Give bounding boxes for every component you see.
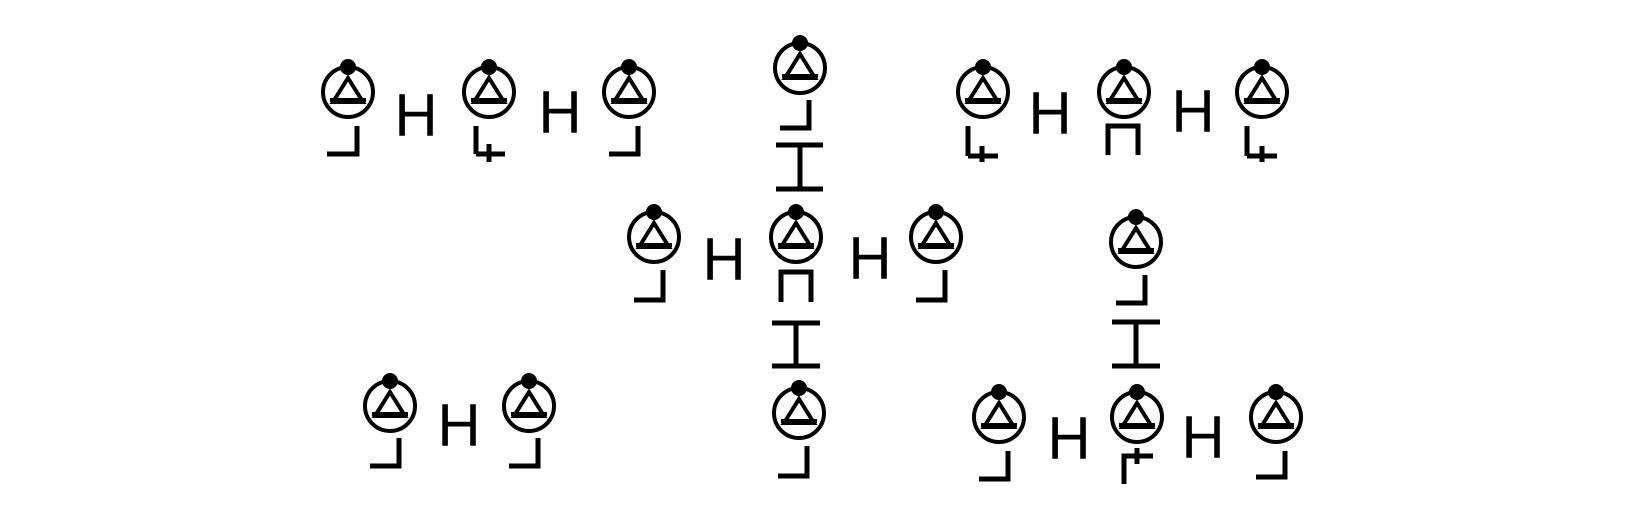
branch-stub-icon <box>1121 448 1153 484</box>
atom-node <box>772 378 826 440</box>
bond-label: H <box>538 79 581 146</box>
atom-node <box>956 57 1010 119</box>
corner-stub-icon <box>916 270 948 303</box>
vertical-bond-label <box>1112 319 1160 369</box>
corner-stub-icon <box>370 438 402 469</box>
atom-node <box>602 57 656 119</box>
chain-top-right: H H <box>956 57 1289 162</box>
vertical-bond-label <box>772 320 820 369</box>
atom-node <box>1235 57 1289 119</box>
tee-bottom-right: H H <box>972 207 1303 484</box>
chain-top-left: H H <box>321 57 656 162</box>
corner-stub-icon <box>634 270 666 303</box>
atom-node <box>773 33 827 95</box>
bond-label: H <box>437 392 480 459</box>
corner-stub-icon <box>327 126 360 157</box>
bond-label: H <box>1171 78 1214 145</box>
corner-stub-icon <box>609 126 641 157</box>
atom-node <box>1109 207 1163 269</box>
bond-label: H <box>394 82 437 149</box>
atom-node <box>909 202 963 264</box>
corner-stub-icon <box>979 451 1011 482</box>
vertical-bond-label <box>776 142 823 192</box>
atom-node <box>321 57 375 119</box>
bracket-stub-icon <box>1105 123 1141 155</box>
chain-bottom-left: H <box>363 371 556 469</box>
corner-stub-icon <box>778 446 810 479</box>
branch-stub-icon <box>965 126 998 162</box>
atom-node <box>1249 382 1303 444</box>
corner-stub-icon <box>509 438 541 469</box>
atom-node <box>363 371 417 433</box>
atom-node <box>502 371 556 433</box>
bond-label: H <box>848 225 891 292</box>
bond-label: H <box>1028 80 1071 147</box>
bracket-stub-icon <box>778 269 814 302</box>
corner-stub-icon <box>1256 451 1288 480</box>
bond-label: H <box>702 226 745 293</box>
corner-stub-icon <box>780 100 812 131</box>
atom-node <box>462 57 516 119</box>
atom-node <box>769 202 823 264</box>
branch-stub-icon <box>1244 126 1277 162</box>
atom-node <box>627 202 681 264</box>
corner-stub-icon <box>1116 275 1148 306</box>
bond-label: H <box>1047 405 1090 472</box>
cross-center: H H <box>627 33 963 479</box>
bond-label: H <box>1181 404 1224 471</box>
atom-node <box>972 382 1026 444</box>
atom-node <box>1110 382 1164 444</box>
atom-node <box>1097 57 1151 119</box>
branch-stub-icon <box>473 126 505 162</box>
